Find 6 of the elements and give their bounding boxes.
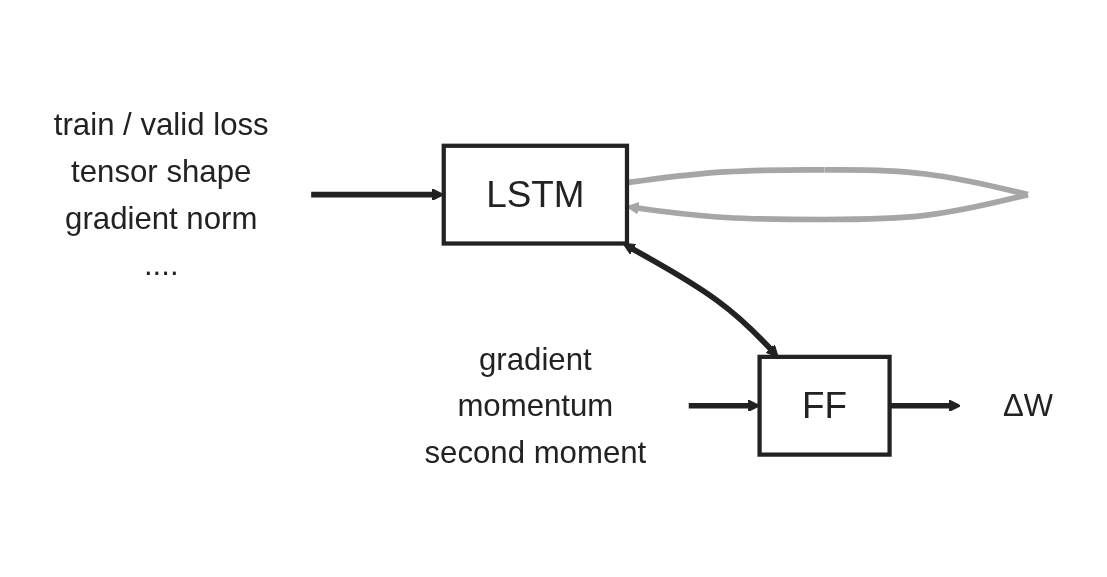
node-box: LSTM [441,143,630,246]
node-text: gradient momentum second moment [424,341,647,471]
node-text: ΔW [1002,388,1054,424]
node-box: FF [757,354,892,457]
node-text: train / valid loss tensor shape gradient norm .... [53,106,269,283]
arrow [889,399,961,412]
